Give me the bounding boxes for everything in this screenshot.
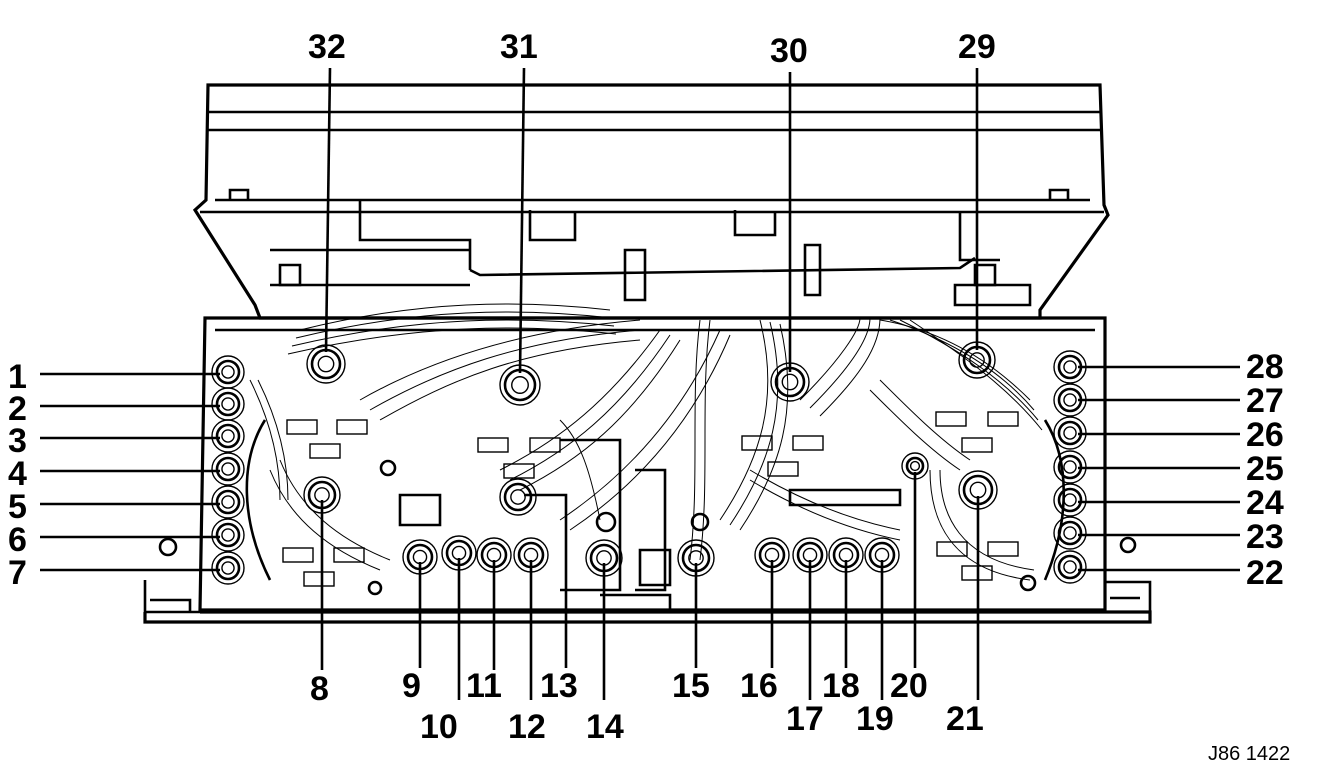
bulb-socket-7 <box>211 551 245 585</box>
callout-11: 11 <box>466 667 502 705</box>
bulb-socket-13 <box>499 478 537 516</box>
callout-25: 25 <box>1246 450 1284 488</box>
callout-13: 13 <box>540 667 578 705</box>
callout-14: 14 <box>586 708 624 746</box>
callout-23: 23 <box>1246 518 1284 556</box>
callout-26: 26 <box>1246 416 1284 454</box>
circuit-board <box>143 316 1152 624</box>
fixing-hole <box>595 511 617 533</box>
upper-housing <box>192 83 1110 320</box>
callout-4: 4 <box>8 455 27 493</box>
bulb-socket-4 <box>211 452 245 486</box>
fixing-hole <box>158 537 178 557</box>
callout-9: 9 <box>402 667 421 705</box>
callout-17: 17 <box>786 700 824 738</box>
callout-10: 10 <box>420 708 458 746</box>
callout-21: 21 <box>946 700 984 738</box>
bulb-socket-5 <box>211 485 245 519</box>
fixing-hole <box>379 459 397 477</box>
leader-lines <box>40 67 1240 700</box>
callout-5: 5 <box>8 488 27 526</box>
callout-19: 19 <box>856 700 894 738</box>
callout-31: 31 <box>500 28 538 66</box>
callout-16: 16 <box>740 667 778 705</box>
bulb-socket-23 <box>1053 516 1087 550</box>
callout-18: 18 <box>822 667 860 705</box>
callout-1: 1 <box>8 358 27 396</box>
callout-28: 28 <box>1246 348 1284 386</box>
figure-reference: J86 1422 <box>1208 743 1290 765</box>
callout-7: 7 <box>8 554 27 592</box>
bulb-socket-28 <box>1053 350 1087 384</box>
callout-15: 15 <box>672 667 710 705</box>
callout-3: 3 <box>8 422 27 460</box>
fixing-hole <box>690 512 710 532</box>
callout-32: 32 <box>308 28 346 66</box>
callout-12: 12 <box>508 708 546 746</box>
callout-6: 6 <box>8 521 27 559</box>
bulb-socket-22 <box>1053 550 1087 584</box>
bulb-socket-2 <box>211 387 245 421</box>
callout-20: 20 <box>890 667 928 705</box>
callout-24: 24 <box>1246 484 1284 522</box>
fixing-hole <box>367 580 383 596</box>
circuit-tracks <box>249 303 1043 581</box>
bulb-socket-24 <box>1053 483 1087 517</box>
callout-2: 2 <box>8 390 27 428</box>
callout-30: 30 <box>770 32 808 70</box>
callout-8: 8 <box>310 670 329 708</box>
fixing-hole <box>1019 574 1037 592</box>
bulb-socket-3 <box>211 419 245 453</box>
bulb-socket-1 <box>211 355 245 389</box>
leader-line-13 <box>524 493 568 668</box>
bulb-socket-6 <box>211 518 245 552</box>
fixing-hole <box>1119 536 1137 554</box>
leader-line-32 <box>324 67 332 353</box>
connector-pads <box>282 411 1019 587</box>
callout-22: 22 <box>1246 554 1284 592</box>
callout-29: 29 <box>958 28 996 66</box>
callout-labels: 1 2 3 4 5 6 7 8 9 10 11 12 13 14 15 16 1… <box>8 28 1290 765</box>
callout-27: 27 <box>1246 382 1284 420</box>
leader-line-31 <box>518 67 526 374</box>
